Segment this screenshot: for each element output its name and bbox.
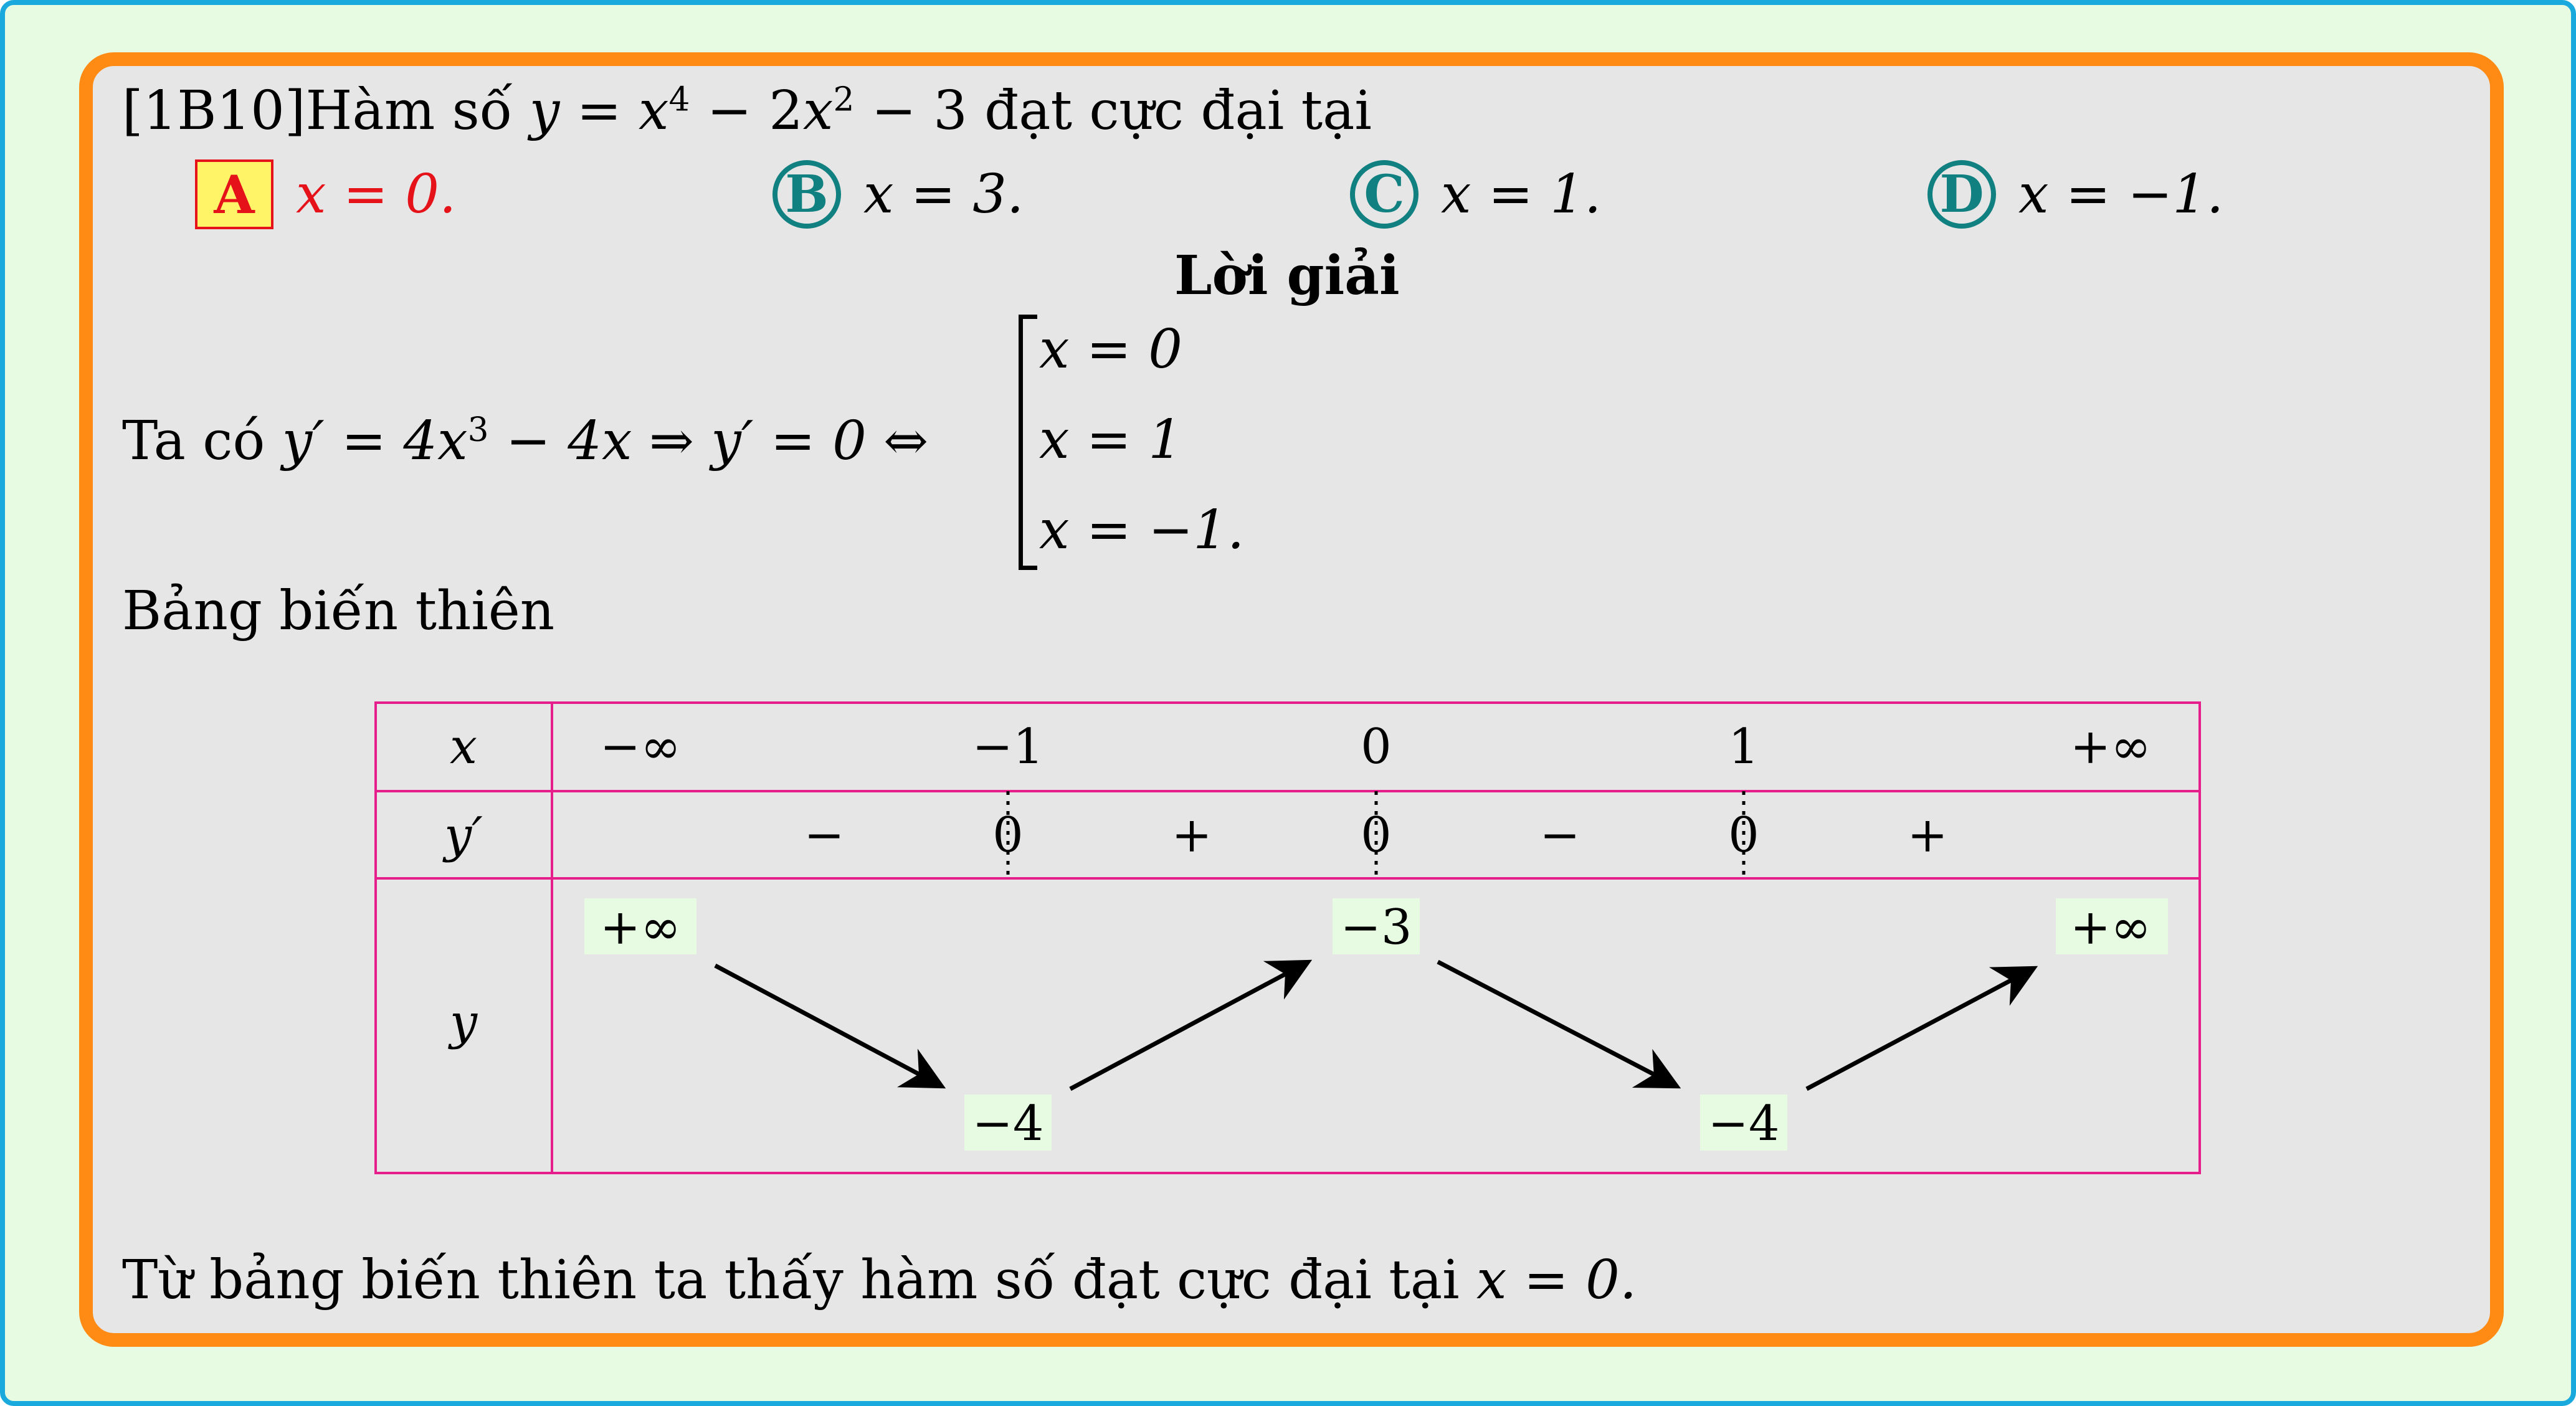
table-grid <box>374 701 2201 1174</box>
x-value: 1 <box>1728 719 1759 775</box>
row-label-y: y <box>448 994 478 1050</box>
y-value: −4 <box>1708 1096 1780 1152</box>
y-value: +∞ <box>2070 900 2151 956</box>
x-value: +∞ <box>2070 719 2151 775</box>
solution-heading: Lời giải <box>1174 244 1400 307</box>
option-b-badge: B <box>772 160 841 229</box>
conclusion-text: Từ bảng biến thiên ta thấy hàm số đạt cự… <box>122 1249 1476 1311</box>
decreasing-arrow <box>1437 959 1681 1089</box>
function-middle: − 2 <box>690 80 803 142</box>
y-value: −4 <box>972 1096 1044 1152</box>
question-text: [1B10]Hàm số y = x4 − 2x2 − 3 đạt cực đạ… <box>122 83 1372 138</box>
derivative-exponent: 3 <box>467 410 489 449</box>
option-a[interactable]: A x = 0. <box>195 154 456 235</box>
y-value-box <box>1700 1095 1787 1151</box>
y-value: −3 <box>1341 900 1412 956</box>
case-2: x = 1 <box>1039 409 1182 471</box>
exponent-4: 4 <box>668 80 690 119</box>
option-c-badge: C <box>1350 160 1419 229</box>
option-b[interactable]: B x = 3. <box>772 154 1024 235</box>
derivative-zero: 0 <box>992 807 1024 863</box>
option-d[interactable]: D x = −1. <box>1927 154 2223 235</box>
increasing-arrow <box>1069 959 1313 1091</box>
derivative-sign: + <box>1907 807 1947 863</box>
option-d-value: x = −1. <box>2018 163 2224 226</box>
derivative-line: Ta có y′ = 4x3 − 4x ⇒ y′ = 0 ⇔ <box>122 410 928 468</box>
conclusion: Từ bảng biến thiên ta thấy hàm số đạt cự… <box>122 1253 1637 1307</box>
derivative-math: y′ = 4x <box>282 410 468 472</box>
derivative-zero: 0 <box>1728 807 1759 863</box>
exponent-2: 2 <box>833 80 855 119</box>
y-value-box <box>1333 898 1420 954</box>
question-code: [1B10] <box>122 80 306 142</box>
function-x: x <box>639 80 669 142</box>
increasing-arrow <box>1805 966 2038 1091</box>
option-a-value: x = 0. <box>296 163 457 226</box>
zero-dotted-lines <box>1006 791 1746 878</box>
derivative-sign: + <box>1171 807 1212 863</box>
function-end: − 3 <box>854 80 967 142</box>
option-d-badge: D <box>1927 160 1996 229</box>
question-suffix: đạt cực đại tại <box>967 80 1372 142</box>
derivative-sign: − <box>1539 807 1580 863</box>
x-value: 0 <box>1361 719 1392 775</box>
case-1: x = 0 <box>1039 318 1182 381</box>
x-value: −1 <box>972 719 1044 775</box>
function-y: y <box>529 80 560 142</box>
row-label-yprime: y′ <box>442 807 483 863</box>
question-prefix: Hàm số <box>305 80 530 142</box>
cases-bracket <box>1019 315 1037 570</box>
derivative-rest: − 4x ⇒ y′ = 0 ⇔ <box>488 410 929 472</box>
equals-sign: = <box>559 80 639 142</box>
y-value-box <box>2056 898 2168 954</box>
option-b-value: x = 3. <box>863 163 1024 226</box>
derivative-sign: − <box>804 807 844 863</box>
derivative-zero: 0 <box>1361 807 1392 863</box>
y-value: +∞ <box>600 900 681 956</box>
case-3: x = −1. <box>1039 499 1245 561</box>
function-x2: x <box>802 80 834 142</box>
variation-table-label: Bảng biến thiên <box>122 580 555 642</box>
y-value-box <box>964 1095 1052 1151</box>
option-c-value: x = 1. <box>1441 163 1602 226</box>
option-a-badge: A <box>195 159 273 229</box>
option-c[interactable]: C x = 1. <box>1350 154 1601 235</box>
derivative-prefix: Ta có <box>122 410 282 472</box>
decreasing-arrow <box>714 963 946 1089</box>
conclusion-math: x = 0. <box>1476 1249 1637 1311</box>
x-value: −∞ <box>600 719 681 775</box>
row-label-x: x <box>450 719 477 775</box>
question-card <box>79 52 2504 1347</box>
y-value-box <box>584 898 696 954</box>
